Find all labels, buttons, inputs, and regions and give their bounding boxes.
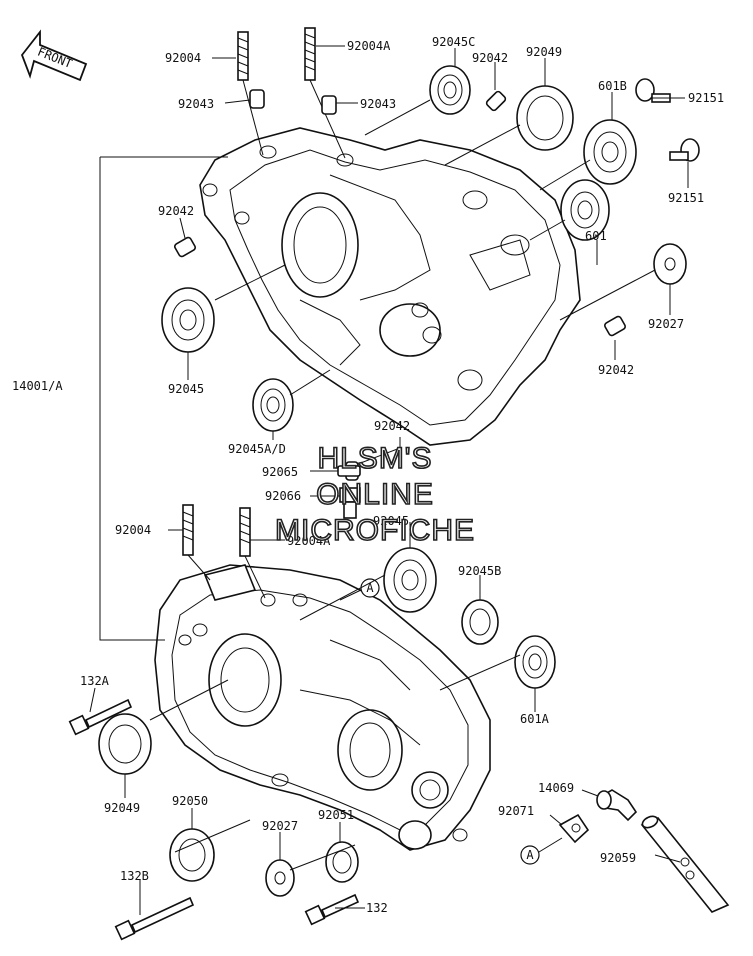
bearing-601A: [514, 635, 556, 689]
label-92049-top: 92049: [526, 45, 562, 59]
plug-92066: [339, 487, 361, 519]
label-132: 132: [366, 901, 388, 915]
dowel-92043-right: [321, 95, 337, 115]
washer-92027-top: [653, 243, 687, 285]
label-92042-b: 92042: [598, 363, 634, 377]
stud-92004-low: [182, 504, 211, 581]
hose-92059: [640, 815, 730, 913]
bearing-92045B: [461, 599, 499, 645]
stud-92004A-low: [239, 507, 266, 599]
label-92059: 92059: [600, 851, 636, 865]
label-92027-top: 92027: [648, 317, 684, 331]
label-92151-b: 92151: [668, 191, 704, 205]
label-132A: 132A: [80, 674, 110, 688]
callout-a-lower: A: [520, 837, 563, 865]
watermark-line-3: MICROFICHE: [275, 514, 475, 547]
bearing-92045-low: [383, 547, 437, 613]
label-92043-left: 92043: [178, 97, 214, 111]
bearing-601: [560, 179, 610, 241]
label-14069: 14069: [538, 781, 574, 795]
dowel-92043-left: [249, 89, 265, 109]
lower-crankcase: [154, 564, 491, 851]
callout-a-upper: A: [339, 578, 380, 601]
seal-92050: [169, 828, 215, 882]
label-14001A: 14001/A: [12, 379, 63, 393]
label-92027-low: 92027: [262, 819, 298, 833]
dowel-92042-b: [604, 315, 626, 337]
bearing-92045C: [429, 65, 471, 115]
dowel-92042-c: [174, 236, 196, 258]
leader-lines: [89, 45, 689, 915]
label-92051: 92051: [318, 808, 354, 822]
washer-92027-low: [265, 859, 295, 897]
label-92066: 92066: [265, 489, 301, 503]
label-92049-low: 92049: [104, 801, 140, 815]
bolt-132A: [68, 698, 133, 736]
upper-crankcase: [199, 127, 581, 446]
bolt-132B: [114, 896, 195, 941]
label-92045B: 92045B: [458, 564, 501, 578]
label-92045C: 92045C: [432, 35, 475, 49]
front-arrow: FRONT: [20, 29, 88, 82]
bolt-132: [304, 893, 360, 926]
label-601: 601: [585, 229, 607, 243]
label-132B: 132B: [120, 869, 149, 883]
stud-92004A-top: [304, 27, 346, 159]
part-labels: 92004 92004A 92045C 92042 92049 601B 921…: [12, 35, 724, 915]
label-92042-d: 92042: [374, 419, 410, 433]
bearing-92045-mid: [161, 287, 215, 353]
bearing-601B: [583, 119, 637, 185]
stud-92004-top: [237, 31, 264, 156]
seal-92049-top: [516, 85, 574, 151]
label-601B: 601B: [598, 79, 627, 93]
label-92042-a: 92042: [472, 51, 508, 65]
seal-92051: [325, 841, 359, 883]
bearing-92045AD: [252, 378, 294, 432]
fitting-14069: [596, 789, 638, 822]
watermark-line-2: ONLINE: [316, 478, 434, 511]
label-92004-low: 92004: [115, 523, 151, 537]
label-92004-top: 92004: [165, 51, 201, 65]
label-92045-mid: 92045: [168, 382, 204, 396]
label-92004A-top: 92004A: [347, 39, 391, 53]
label-92151-a: 92151: [688, 91, 724, 105]
callout-a-lower-letter: A: [526, 848, 534, 862]
label-92042-c: 92042: [158, 204, 194, 218]
label-92071: 92071: [498, 804, 534, 818]
label-92045AD: 92045A/D: [228, 442, 286, 456]
dowel-92042-a: [485, 90, 507, 112]
watermark-line-1: HLSM'S: [317, 442, 432, 475]
watermark: HLSM'S ONLINE MICROFICHE: [274, 441, 475, 548]
bolt-92151-b: [669, 138, 700, 162]
label-92045-low: 92045: [373, 514, 409, 528]
label-92065: 92065: [262, 465, 298, 479]
seal-92049-low: [98, 713, 152, 775]
bolt-92151-a: [635, 78, 671, 103]
label-92043-right: 92043: [360, 97, 396, 111]
callout-a-upper-letter: A: [366, 581, 374, 595]
label-92004A-low: 92004A: [287, 534, 331, 548]
label-601A: 601A: [520, 712, 550, 726]
label-92050: 92050: [172, 794, 208, 808]
clamp-92071: [558, 813, 590, 844]
